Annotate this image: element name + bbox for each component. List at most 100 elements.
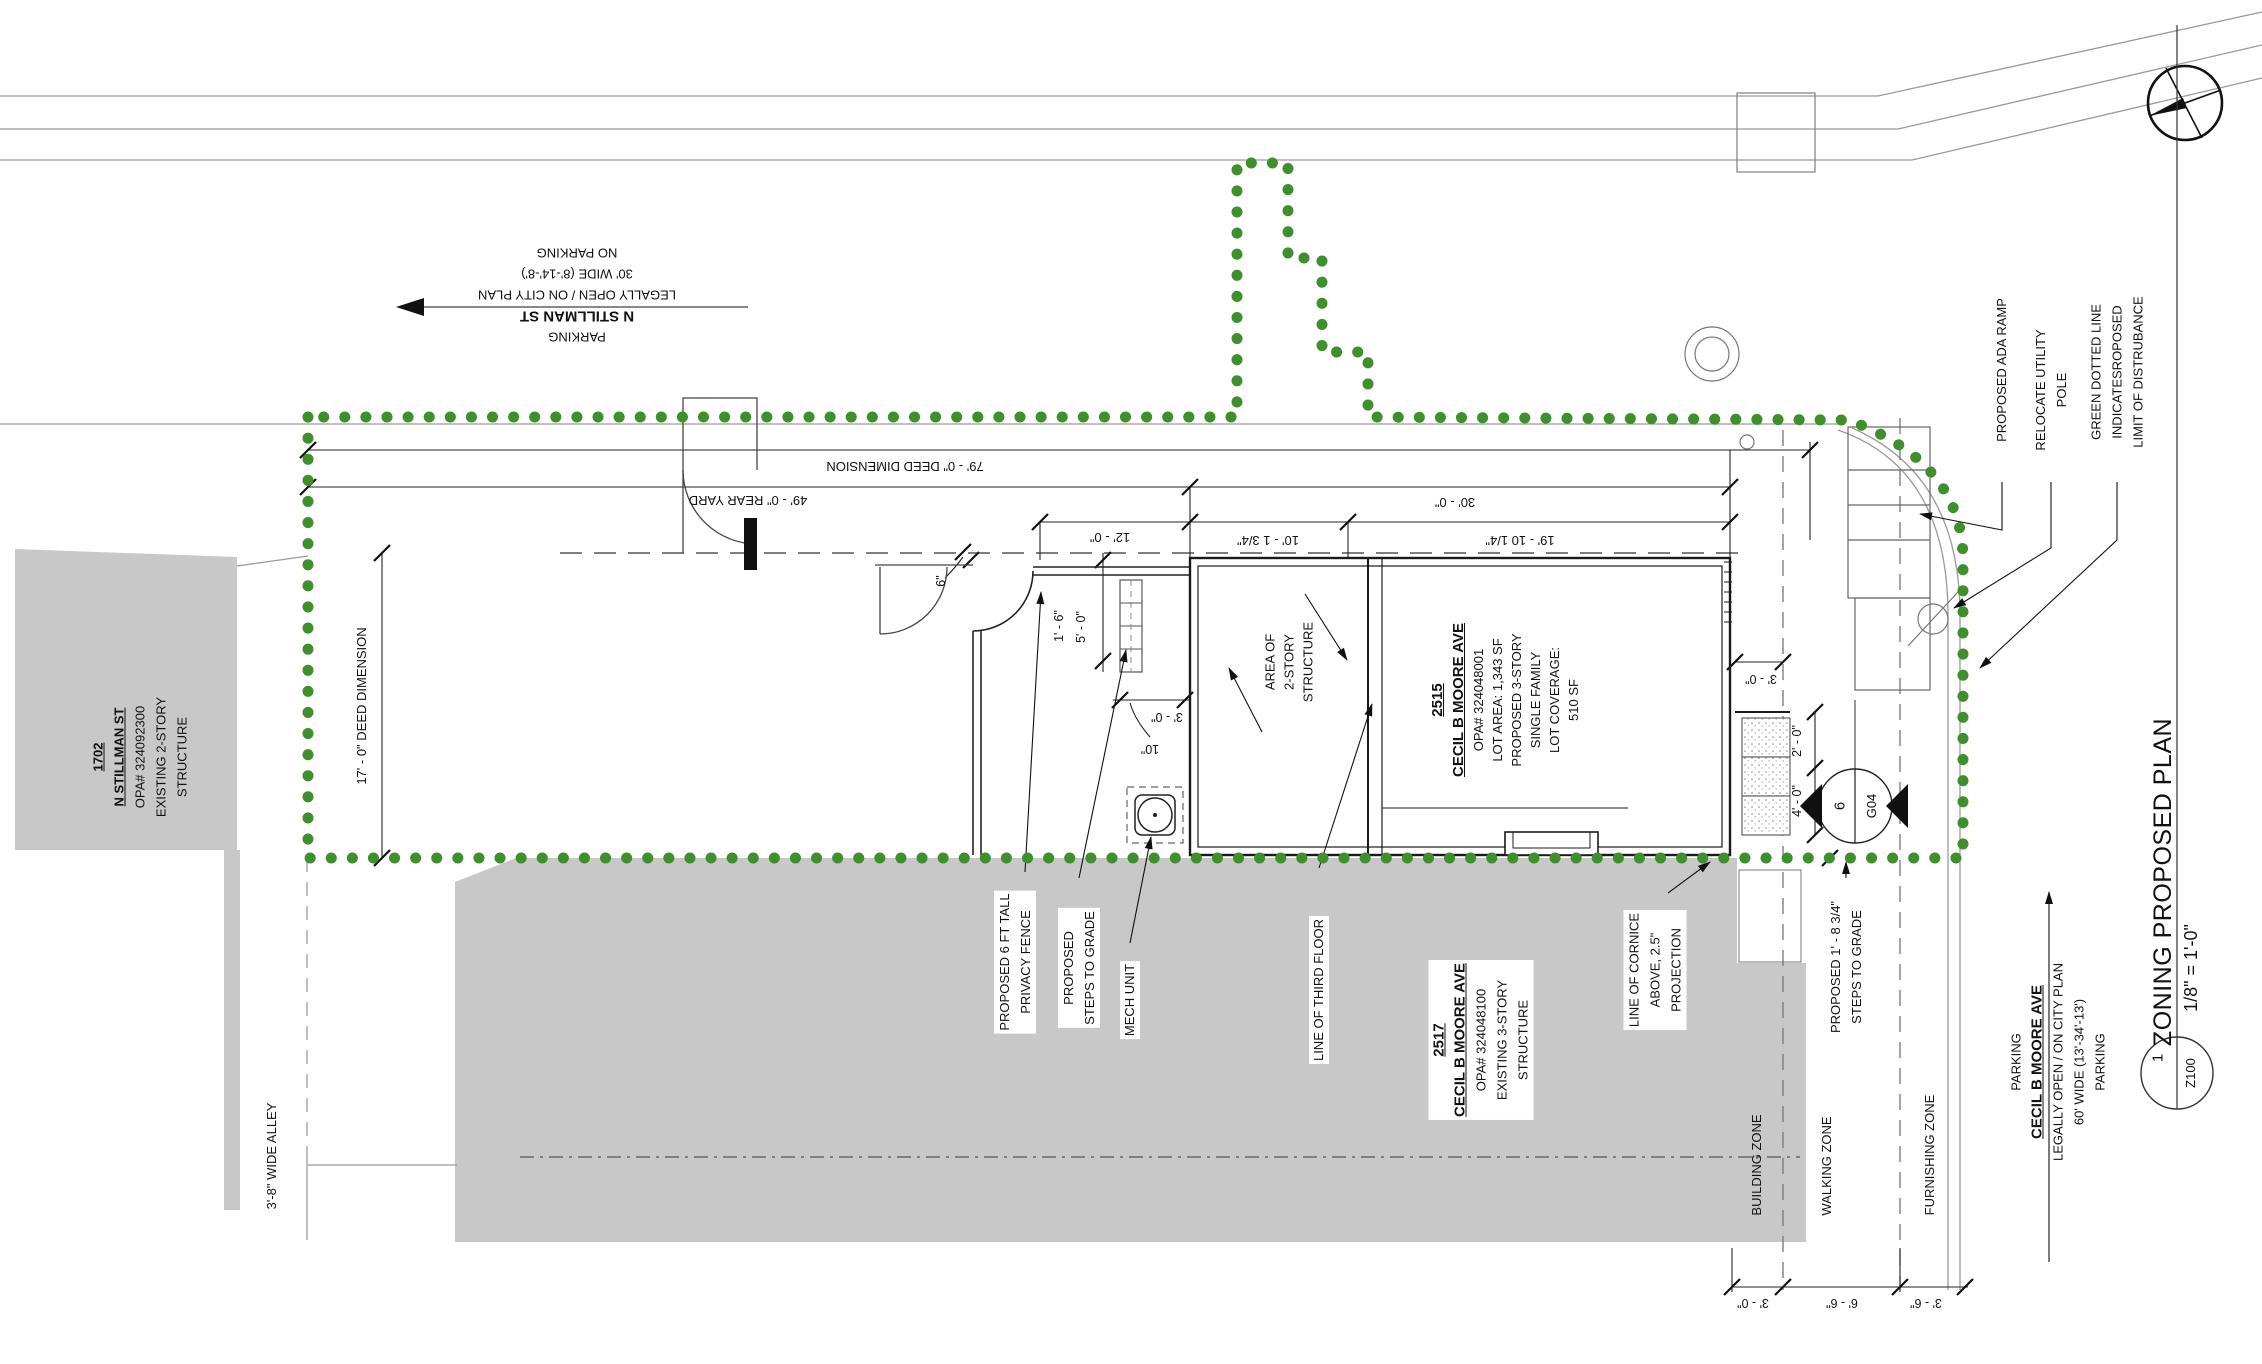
parcel-1702-desc1: EXISTING 2-STORY (153, 696, 169, 818)
cecil-parking-2: PARKING (2092, 1033, 2108, 1091)
relocate-pole-label: RELOCATE UTILITY POLE (2030, 329, 2072, 450)
relocate-line2: POLE (2054, 372, 2069, 408)
sheet-scale: 1/8" = 1'-0" (2181, 924, 2201, 1012)
parcel-2517-desc2: STRUCTURE (1512, 960, 1534, 1120)
parcel-2515-coverage2: 510 SF (1566, 679, 1581, 721)
steps-label-line1: PROPOSED (1058, 908, 1079, 1028)
dim-2-0: 2' - 0" (1790, 725, 1804, 757)
parcel-2515-label: 2515 CECIL B MOORE AVE OPA# 324048001 LO… (1427, 623, 1583, 777)
porch-steps (1119, 579, 1143, 673)
street-lines (0, 11, 2262, 1290)
utility-symbols (1684, 326, 1959, 647)
front-steps-label: PROPOSED 1' - 8 3/4" STEPS TO GRADE (1825, 901, 1867, 1033)
parcel-1702-label: 1702 N STILLMAN ST OPA# 324092300 EXISTI… (88, 697, 193, 817)
mech-label: MECH UNIT (1120, 960, 1140, 1040)
rear-structures (682, 397, 973, 635)
cornice-line1: LINE OF CORNICE (1623, 909, 1645, 1031)
dim-bottom-3-6: 3' - 6" (1910, 1296, 1942, 1310)
third-floor-label: LINE OF THIRD FLOOR (1309, 915, 1329, 1065)
parcel-2515-lot-area: LOT AREA: 1,343 SF (1490, 638, 1505, 762)
green-line-3: LIMIT OF DISTRUBANCE (2130, 296, 2146, 448)
parcel-2515-desc2: SINGLE FAMILY (1528, 651, 1543, 749)
dim-deed-79: 79' - 0" DEED DIMENSION (826, 459, 984, 474)
mech-unit (1126, 786, 1184, 844)
street-label-cecil: PARKING CECIL B MOORE AVE LEGALLY OPEN /… (2006, 963, 2111, 1161)
area-2story-line2: 2-STORY (1281, 634, 1297, 690)
area-2story-line1: AREA OF (1262, 633, 1278, 691)
cecil-width: 60' WIDE (13'-34'-13') (2071, 998, 2087, 1126)
dim-30: 30' - 0" (1434, 495, 1476, 510)
sheet-number: Z100 (2183, 1058, 2198, 1088)
detail-number: 1 (2149, 1053, 2167, 1063)
parcel-2515-street: CECIL B MOORE AVE (1450, 623, 1467, 777)
proposed-building-2515 (1188, 556, 1732, 857)
alley-label: 3'-8" WIDE ALLEY (264, 1102, 279, 1210)
fence-label-line1: PROPOSED 6 FT TALL (994, 890, 1015, 1034)
front-steps-line2: STEPS TO GRADE (1849, 910, 1864, 1024)
dimension-lines (308, 442, 1968, 1292)
stillman-parking: PARKING (548, 329, 606, 345)
relocate-line1: RELOCATE UTILITY (2033, 329, 2048, 451)
limit-of-disturbance-line (302, 157, 1969, 864)
north-arrow-icon (2146, 64, 2224, 142)
parcel-2517-number: 2517 (1428, 960, 1450, 1120)
parcel-2515-coverage1: LOT COVERAGE: (1547, 647, 1562, 753)
dim-1-6: 1' - 6" (1052, 610, 1066, 642)
dim-deed-17: 17' - 0" DEED DIMENSION (354, 627, 369, 785)
zone-furnishing-label: FURNISHING ZONE (1922, 1094, 1937, 1216)
parcel-2517-opa: OPA# 324048100 (1470, 960, 1492, 1120)
dim-5-0: 5' - 0" (1074, 611, 1088, 643)
cornice-line3: PROJECTION (1665, 909, 1687, 1031)
steps-label-line2: STEPS TO GRADE (1079, 908, 1100, 1028)
parcel-2515-opa: OPA# 324048001 (1471, 648, 1486, 752)
green-line-2: INDICATESROPOSED (2109, 305, 2125, 439)
cornice-label: LINE OF CORNICE ABOVE, 2.5" PROJECTION (1623, 909, 1687, 1031)
privacy-fence (972, 566, 1190, 855)
stillman-width: 30' WIDE (8'-14'-8') (521, 266, 633, 282)
parcel-2517-street: CECIL B MOORE AVE (1449, 960, 1471, 1120)
parcel-1702-number: 1702 (90, 742, 106, 772)
parcel-2517-label: 2517 CECIL B MOORE AVE OPA# 324048100 EX… (1428, 960, 1534, 1120)
dim-10in: 10" (1140, 742, 1160, 756)
dim-3-0-porch: 3' - 0" (1151, 710, 1183, 724)
sheet-title: ZONING PROPOSED PLAN (2149, 717, 2177, 1047)
zone-walking-label: WALKING ZONE (1819, 1116, 1834, 1216)
section-marker (1800, 700, 1908, 844)
street-label-stillman: PARKING N STILLMAN ST LEGALLY OPEN / ON … (478, 243, 676, 348)
stillman-no-parking: NO PARKING (536, 245, 618, 261)
parcel-1702-street: N STILLMAN ST (111, 707, 127, 807)
cecil-legally-open: LEGALLY OPEN / ON CITY PLAN (2050, 963, 2066, 1161)
dim-rear-yard-49: 49' - 0" REAR YARD (688, 493, 808, 508)
stillman-name: N STILLMAN ST (519, 307, 635, 325)
area-2story-line3: STRUCTURE (1300, 621, 1316, 703)
green-line-1: GREEN DOTTED LINE (2088, 304, 2104, 440)
dim-12: 12' - 0" (1089, 530, 1131, 545)
section-sheet-number: G04 (1864, 793, 1879, 819)
dim-3-0-front: 3' - 0" (1745, 672, 1777, 686)
fence-label-line2: PRIVACY FENCE (1015, 890, 1036, 1034)
dim-bottom-6-6: 6' - 6" (1826, 1296, 1858, 1310)
parcel-2515-desc1: PROPOSED 3-STORY (1509, 633, 1524, 767)
parcel-1702-desc2: STRUCTURE (174, 716, 190, 798)
cornice-line2: ABOVE, 2.5" (1644, 909, 1666, 1031)
zone-building-label: BUILDING ZONE (1749, 1114, 1764, 1216)
dim-6in: 6" (934, 575, 948, 587)
front-steps-line1: PROPOSED 1' - 8 3/4" (1828, 900, 1843, 1034)
cecil-name: CECIL B MOORE AVE (2028, 985, 2046, 1139)
dim-19-10-14: 19' - 10 1/4" (1485, 533, 1555, 548)
parcel-2517-desc1: EXISTING 3-STORY (1491, 960, 1513, 1120)
steps-label: PROPOSED STEPS TO GRADE (1058, 908, 1100, 1028)
dim-10-1-34: 10' - 1 3/4" (1236, 533, 1300, 548)
ada-ramp (1847, 426, 1931, 691)
title-block-lines (2140, 25, 2214, 1110)
section-detail-number: 6 (1831, 801, 1849, 811)
cecil-parking-1: PARKING (2008, 1033, 2024, 1091)
leader-lines (396, 298, 2118, 1262)
stillman-legally-open: LEGALLY OPEN / ON CITY PLAN (478, 287, 676, 303)
front-steps (1735, 711, 1791, 836)
green-line-label: GREEN DOTTED LINE INDICATESROPOSED LIMIT… (2086, 296, 2149, 447)
area-2story-label: AREA OF 2-STORY STRUCTURE (1261, 622, 1318, 702)
dim-4-0: 4' - 0" (1790, 785, 1804, 817)
